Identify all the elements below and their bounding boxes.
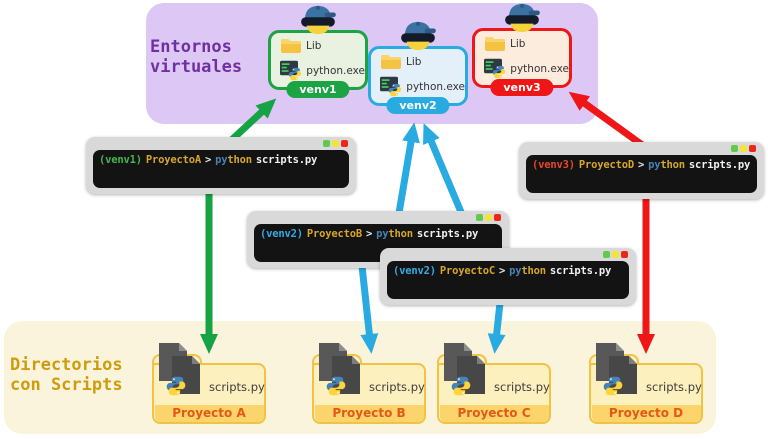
venv2-exe-row: python.exe — [380, 75, 465, 99]
project-name: ProyectoB — [306, 228, 362, 240]
arrow-terminal-b-to-venv2 — [395, 122, 420, 217]
venv-tag: (venv1) — [99, 154, 142, 166]
venv-tag: (venv2) — [393, 265, 436, 277]
python-file-stack-icon — [159, 343, 205, 401]
python-exe-label: python.exe — [406, 81, 465, 93]
restore-icon — [485, 214, 492, 221]
prompt-symbol: > — [498, 265, 506, 277]
close-icon — [494, 214, 501, 221]
python-with-sunglasses-icon — [499, 3, 545, 33]
project-name: ProyectoA — [145, 154, 201, 166]
command-argument: scripts.py — [416, 228, 479, 240]
prompt-symbol: > — [637, 159, 645, 171]
command-py: py — [509, 265, 522, 277]
lib-label: Lib — [406, 55, 422, 68]
traffic-lights — [731, 145, 756, 152]
script-file-label: scripts.py — [646, 380, 702, 394]
restore-icon — [612, 251, 619, 258]
minimize-icon — [603, 251, 610, 258]
python-exe-label: python.exe — [510, 63, 569, 75]
restore-icon — [740, 145, 747, 152]
close-icon — [749, 145, 756, 152]
prompt-symbol: > — [204, 154, 212, 166]
venv3-exe-row: python.exe — [484, 57, 569, 81]
script-file-label: scripts.py — [494, 380, 550, 394]
close-icon — [621, 251, 628, 258]
python-file-stack-icon — [444, 343, 490, 401]
folder-proyecto-c: scripts.py Proyecto C — [437, 354, 551, 424]
script-file-label: scripts.py — [369, 380, 425, 394]
command-thon: thon — [227, 154, 252, 166]
venv-tag: (venv3) — [532, 159, 575, 171]
venv-title-line1: Entornos — [150, 37, 232, 57]
command-py: py — [215, 154, 228, 166]
project-name: ProyectoC — [439, 265, 495, 277]
folder-proyecto-d: scripts.py Proyecto D — [589, 354, 703, 424]
python-with-sunglasses-icon — [395, 21, 441, 51]
lib-label: Lib — [510, 37, 526, 50]
traffic-lights — [323, 140, 348, 147]
python-with-sunglasses-icon — [295, 5, 341, 35]
folder-name-strip: Proyecto C — [439, 404, 549, 422]
script-file-label: scripts.py — [209, 380, 265, 394]
folder-icon — [280, 37, 302, 54]
venv1-lib-row: Lib — [280, 37, 365, 54]
command-argument: scripts.py — [255, 154, 318, 166]
command-py: py — [376, 228, 389, 240]
lib-label: Lib — [306, 39, 322, 52]
venv-tag: (venv2) — [260, 228, 303, 240]
venv2-badge: venv2 — [386, 97, 450, 114]
python-file-stack-icon — [596, 343, 642, 401]
command-argument: scripts.py — [549, 265, 612, 277]
python-file-stack-icon — [319, 343, 365, 401]
command-thon: thon — [388, 228, 413, 240]
venv1-exe-row: python.exe — [280, 59, 365, 83]
folder-name-strip: Proyecto D — [591, 404, 701, 422]
folder-icon — [380, 53, 402, 70]
traffic-lights — [603, 251, 628, 258]
dir-title-line2: con Scripts — [10, 375, 123, 395]
venv1-badge: venv1 — [286, 81, 350, 98]
venv-title-line2: virtuales — [150, 57, 243, 77]
restore-icon — [332, 140, 339, 147]
minimize-icon — [323, 140, 330, 147]
folder-name-strip: Proyecto A — [154, 404, 264, 422]
terminal-python-icon — [380, 75, 402, 99]
minimize-icon — [476, 214, 483, 221]
minimize-icon — [731, 145, 738, 152]
command-py: py — [648, 159, 661, 171]
venv1-card: Lib python.exe venv1 — [268, 30, 368, 98]
project-name: ProyectoD — [578, 159, 634, 171]
venv3-badge: venv3 — [490, 79, 554, 96]
terminal-python-icon — [484, 57, 506, 81]
folder-proyecto-b: scripts.py Proyecto B — [312, 354, 426, 424]
prompt-symbol: > — [365, 228, 373, 240]
traffic-lights — [476, 214, 501, 221]
dir-title-line1: Directorios — [10, 355, 123, 375]
venv2-lib-row: Lib — [380, 53, 465, 70]
folder-proyecto-a: scripts.py Proyecto A — [152, 354, 266, 424]
folder-icon — [484, 35, 506, 52]
venv3-card: Lib python.exe venv3 — [472, 28, 572, 96]
python-exe-label: python.exe — [306, 65, 365, 77]
command-argument: scripts.py — [688, 159, 751, 171]
folder-name-strip: Proyecto B — [314, 404, 424, 422]
command-thon: thon — [521, 265, 546, 277]
close-icon — [341, 140, 348, 147]
command-thon: thon — [660, 159, 685, 171]
terminal-python-icon — [280, 59, 302, 83]
venv2-card: Lib python.exe venv2 — [368, 46, 468, 114]
venv3-lib-row: Lib — [484, 35, 569, 52]
